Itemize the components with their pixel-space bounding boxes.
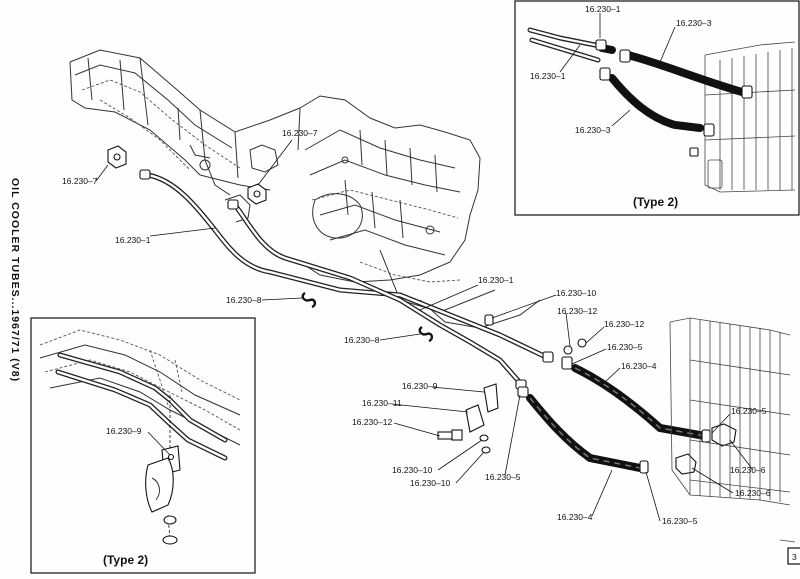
inset-tr-label-16-230-1-a: 16.230–1 — [585, 4, 621, 14]
radiator-main — [669, 317, 796, 543]
label-16-230-10-c: 16.230–10 — [410, 478, 450, 488]
label-16-230-9-a: 16.230–9 — [402, 381, 438, 391]
label-16-230-7-a: 16.230–7 — [62, 176, 98, 186]
label-16-230-10-a: 16.230–10 — [556, 288, 596, 298]
inset-top-right: 16.230–1 16.230–3 16.230–1 16.230–3 (Typ… — [514, 0, 800, 216]
label-16-230-5-d: 16.230–5 — [662, 516, 698, 526]
label-16-230-5-c: 16.230–5 — [731, 406, 767, 416]
fitting-7-center — [247, 183, 267, 205]
inset-bl-label-16-230-9: 16.230–9 — [106, 426, 142, 436]
bracket-assembly — [437, 383, 499, 454]
side-title: OIL COOLER TUBES...1967/71 (V8) — [9, 178, 21, 382]
label-16-230-12-a: 16.230–12 — [557, 306, 597, 316]
nuts-12 — [563, 338, 587, 355]
hose-clamps — [517, 356, 711, 474]
label-16-230-12-c: 16.230–12 — [352, 417, 392, 427]
inset-bottom-left: 16.230–9 (Type 2) — [30, 317, 256, 574]
clip-8-b — [418, 325, 434, 343]
engine-block-drawing — [69, 49, 541, 329]
inset-tr-label-16-230-1-b: 16.230–1 — [530, 71, 566, 81]
label-16-230-1-b: 16.230–1 — [478, 275, 514, 285]
hose-lower — [526, 394, 644, 472]
clip-8-a — [301, 291, 317, 309]
label-16-230-1-a: 16.230–1 — [115, 235, 151, 245]
label-16-230-4-b: 16.230–4 — [557, 512, 593, 522]
oil-cooler-tube-upper — [145, 172, 551, 361]
label-16-230-5-a: 16.230–5 — [607, 342, 643, 352]
inset-bl-caption: (Type 2) — [103, 553, 148, 567]
leader-lines — [95, 139, 754, 522]
page-number: 3 — [792, 552, 797, 562]
oil-cooler-tube-lower — [232, 202, 525, 388]
label-16-230-8-a: 16.230–8 — [226, 295, 262, 305]
page-number-box: 3 — [787, 547, 800, 565]
inset-tr-label-16-230-3-b: 16.230–3 — [575, 125, 611, 135]
hose-upper — [571, 364, 709, 440]
inset-tr-caption: (Type 2) — [633, 195, 678, 209]
label-16-230-12-b: 16.230–12 — [604, 319, 644, 329]
label-16-230-10-b: 16.230–10 — [392, 465, 432, 475]
label-16-230-6-b: 16.230–6 — [735, 488, 771, 498]
inset-tr-label-16-230-3-a: 16.230–3 — [676, 18, 712, 28]
fitting-7-left — [107, 145, 127, 169]
label-16-230-6-a: 16.230–6 — [730, 465, 766, 475]
label-16-230-7-b: 16.230–7 — [282, 128, 318, 138]
label-16-230-4-a: 16.230–4 — [621, 361, 657, 371]
main-labels: 16.230–7 16.230–7 16.230–1 16.230–1 16.2… — [62, 128, 771, 526]
label-16-230-5-b: 16.230–5 — [485, 472, 521, 482]
label-16-230-11-a: 16.230–11 — [362, 398, 402, 408]
label-16-230-8-b: 16.230–8 — [344, 335, 380, 345]
